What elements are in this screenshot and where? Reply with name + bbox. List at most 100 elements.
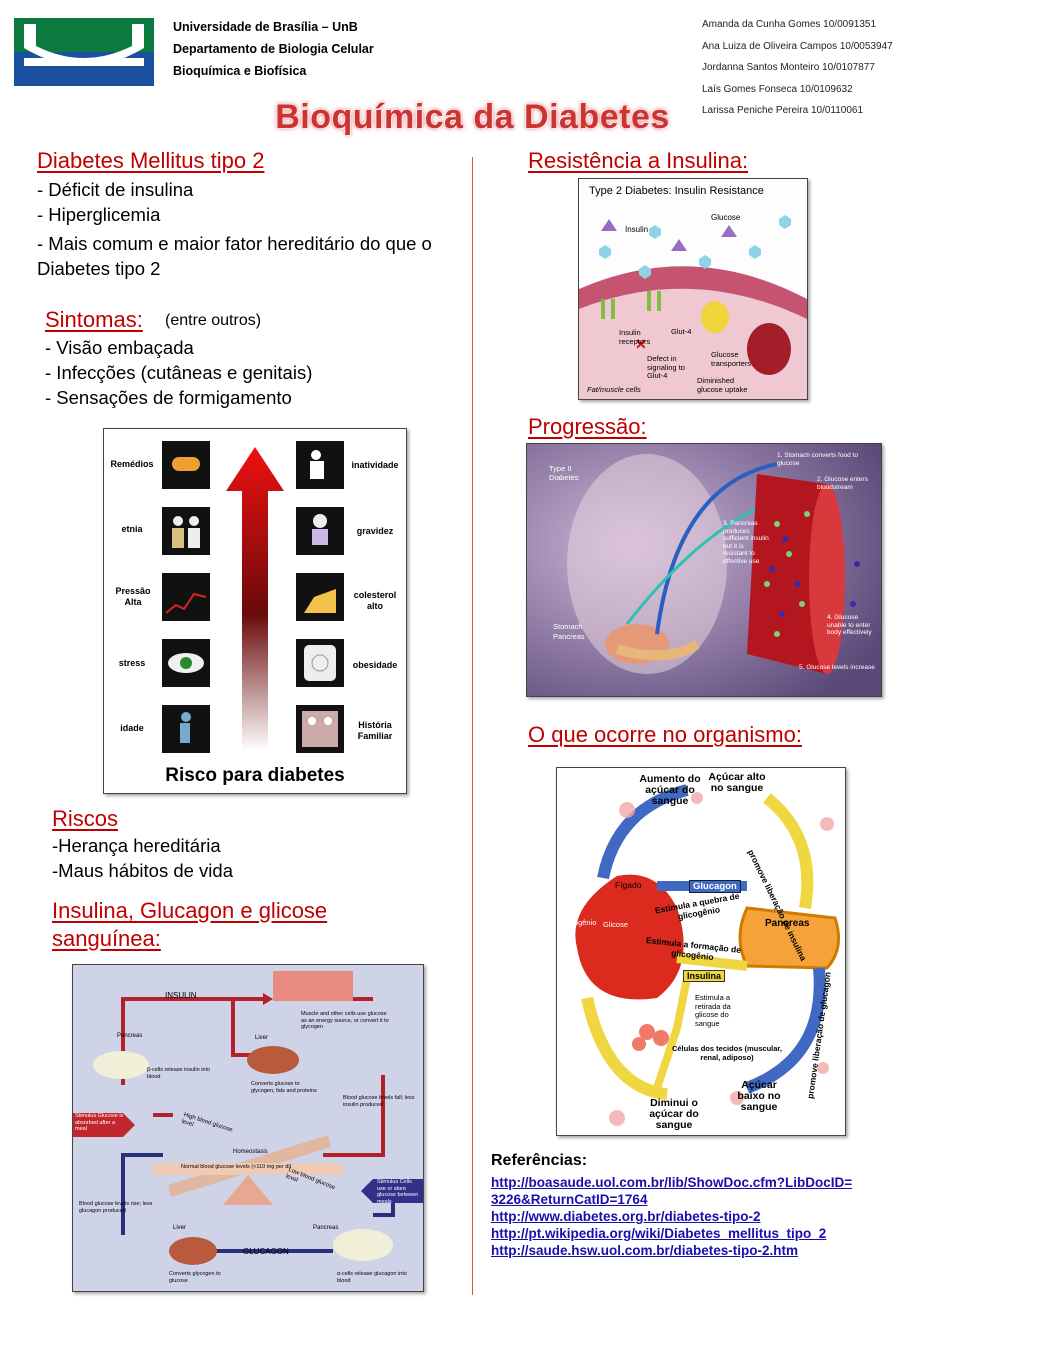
step2-label: 2. Glucose enters bloodstream bbox=[817, 476, 868, 491]
progression-graphic bbox=[527, 444, 881, 696]
column-divider bbox=[472, 157, 473, 1295]
liver-top-text: Converts glucose to glycogen, fats and p… bbox=[251, 1081, 317, 1094]
reference-link[interactable]: http://www.diabetes.org.br/diabetes-tipo… bbox=[491, 1209, 761, 1224]
type2-label: Type II Diabetes bbox=[549, 464, 579, 482]
risk-factors-graphic bbox=[162, 441, 344, 753]
pancreas-label: Pancreas bbox=[117, 1033, 143, 1039]
transporters-label: Glucose transporters bbox=[711, 350, 752, 368]
course-name: Bioquímica e Biofísica bbox=[173, 64, 307, 78]
fall-text: Blood glucose levels fall; less insulin … bbox=[343, 1095, 415, 1108]
step5-label: 5. Glucose levels increase bbox=[799, 664, 875, 671]
step4-label: 4. Glucose unable to enter body effectiv… bbox=[827, 614, 872, 636]
list-item: - Sensações de formigamento bbox=[45, 387, 292, 408]
progressao-heading: Progressão: bbox=[528, 414, 647, 439]
stimulus-left-text: Stimulus Glucose is absorbed after a mea… bbox=[75, 1113, 124, 1132]
risk-icons-left bbox=[162, 441, 210, 753]
reference-link[interactable]: http://pt.wikipedia.org/wiki/Diabetes_me… bbox=[491, 1226, 827, 1241]
insulin-resistance-figure: ✕ Type 2 Diabetes: Insulin Resistance In… bbox=[578, 178, 808, 400]
defect-label: Defect in signaling to Glut-4 bbox=[647, 354, 685, 380]
rise-text: Blood glucose levels rise; less glucagon… bbox=[79, 1201, 153, 1214]
risk-label: inatividade bbox=[351, 460, 399, 470]
risk-label: obesidade bbox=[352, 660, 398, 670]
progression-figure: Type II Diabetes 1. Stomach converts foo… bbox=[526, 443, 882, 697]
risk-icons-right bbox=[296, 441, 344, 753]
pancreas-bottom-label: Pancreas bbox=[313, 1225, 339, 1231]
insulina-heading-line2: sanguínea: bbox=[52, 926, 161, 951]
risk-caption: Risco para diabetes bbox=[165, 765, 345, 786]
uptake-label: Diminished glucose uptake bbox=[697, 376, 748, 394]
list-item: -Herança hereditária bbox=[52, 835, 221, 856]
resistance-figure-title: Type 2 Diabetes: Insulin Resistance bbox=[589, 185, 764, 197]
normal-glucose-text: Normal blood glucose levels (<110 mg per… bbox=[181, 1164, 292, 1170]
cells-label: Fat/muscle cells bbox=[587, 385, 641, 394]
liver-bottom-label: Liver bbox=[173, 1225, 187, 1231]
step3-label: 3. Pancreas produces sufficient insulin … bbox=[723, 520, 769, 565]
risk-label: idade bbox=[120, 723, 144, 733]
liver-bottom-text: Converts glycogen to glucose bbox=[169, 1271, 221, 1284]
department-name: Departamento de Biologia Celular bbox=[173, 42, 374, 56]
celulas-label: Células dos tecidos (muscular, renal, ad… bbox=[671, 1044, 783, 1062]
risk-factors-figure: Remédios etnia Pressão Alta stress idade… bbox=[103, 428, 407, 794]
riscos-list: -Herança hereditária -Maus hábitos de vi… bbox=[52, 833, 233, 883]
glucose-label: Glucose bbox=[711, 213, 741, 222]
organism-cycle-graphic bbox=[575, 784, 841, 1126]
muscle-text: Muscle and other cells use glucose as an… bbox=[301, 1011, 389, 1030]
insulina-heading: Insulina, Glucagon e glicose sanguínea: bbox=[52, 897, 327, 953]
author: Ana Luiza de Oliveira Campos 10/0053947 bbox=[702, 40, 893, 52]
pancreas-label: Pancreas bbox=[553, 632, 585, 641]
insulina-box: Insulina bbox=[683, 970, 726, 982]
author: Laís Gomes Fonseca 10/0109632 bbox=[702, 83, 853, 95]
riscos-heading: Riscos bbox=[52, 806, 119, 831]
author: Larissa Peniche Pereira 10/0110061 bbox=[702, 105, 864, 116]
institution-name: Universidade de Brasília – UnB bbox=[173, 20, 358, 34]
figado-label: Fígado bbox=[615, 880, 642, 890]
dm2-heading: Diabetes Mellitus tipo 2 bbox=[37, 148, 265, 173]
list-item: - Hiperglicemia bbox=[37, 204, 161, 225]
author: Amanda da Cunha Gomes 10/0091351 bbox=[702, 19, 877, 30]
risk-label: etnia bbox=[121, 524, 143, 534]
dm2-list: - Déficit de insulina - Hiperglicemia - … bbox=[37, 177, 437, 281]
risk-label: colesterol alto bbox=[353, 590, 397, 611]
reference-link[interactable]: http://saude.hsw.uol.com.br/diabetes-tip… bbox=[491, 1243, 799, 1258]
insulin-resistance-graphic: ✕ bbox=[579, 215, 807, 399]
glicogenio-label: Glicogênio bbox=[561, 918, 597, 927]
list-item: - Déficit de insulina bbox=[37, 179, 194, 200]
sintomas-list: - Visão embaçada - Infecções (cutâneas e… bbox=[45, 335, 312, 410]
glut4-label: Glut-4 bbox=[671, 327, 692, 336]
list-item: - Infecções (cutâneas e genitais) bbox=[45, 362, 313, 383]
svg-text:✕: ✕ bbox=[635, 336, 647, 352]
retirada-label: Estimula a retirada da glicose do sangue bbox=[695, 993, 731, 1028]
glucagon-box: Glucagon bbox=[689, 880, 741, 893]
stomach-label: Stomach bbox=[553, 622, 583, 631]
step1-label: 1. Stomach converts food to glucose bbox=[777, 452, 858, 467]
alto-label: Açúcar alto no sangue bbox=[708, 771, 766, 794]
feedback-loop-graphic bbox=[73, 971, 423, 1265]
diminui-label: Diminui o açúcar do sangue bbox=[649, 1097, 699, 1131]
list-item: -Maus hábitos de vida bbox=[52, 860, 233, 881]
references-heading: Referências: bbox=[491, 1152, 588, 1169]
insulin-label: Insulin bbox=[625, 225, 649, 234]
glicose-label: Glicose bbox=[603, 920, 629, 929]
beta-cells-text: β-cells release insulin into blood bbox=[147, 1067, 211, 1080]
pancreas-label: Pancreas bbox=[765, 918, 810, 929]
risk-label: stress bbox=[118, 658, 146, 668]
aumento-label: Aumento do açúcar do sangue bbox=[639, 773, 701, 807]
author: Jordanna Santos Monteiro 10/0107877 bbox=[702, 62, 875, 73]
list-item: - Visão embaçada bbox=[45, 337, 194, 358]
authors-list: Amanda da Cunha Gomes 10/0091351 Ana Lui… bbox=[702, 14, 893, 122]
stimulus-right-text: Stimulus Cells use or store glucose betw… bbox=[377, 1179, 419, 1205]
insulina-heading-line1: Insulina, Glucagon e glicose bbox=[52, 898, 328, 923]
reference-link[interactable]: 3226&ReturnCatID=1764 bbox=[491, 1192, 648, 1207]
baixo-label: Açúcar baixo no sangue bbox=[737, 1079, 781, 1113]
sintomas-note: (entre outros) bbox=[165, 312, 262, 329]
risk-label: Remédios bbox=[110, 459, 154, 469]
alpha-cells-text: α-cells release glucagon into blood bbox=[337, 1271, 407, 1284]
glucagon-label: GLUCAGON bbox=[243, 1247, 289, 1256]
reference-link[interactable]: http://boasaude.uol.com.br/lib/ShowDoc.c… bbox=[491, 1175, 853, 1190]
liver-label: Liver bbox=[255, 1035, 269, 1041]
homeostasis-text: Homeostasis bbox=[233, 1149, 268, 1155]
institution-block: Universidade de Brasília – UnB Departame… bbox=[173, 16, 374, 82]
unb-logo bbox=[14, 18, 154, 86]
organism-cycle-figure: Aumento do açúcar do sangue Açúcar alto … bbox=[556, 767, 846, 1136]
risk-label: História Familiar bbox=[357, 720, 393, 741]
